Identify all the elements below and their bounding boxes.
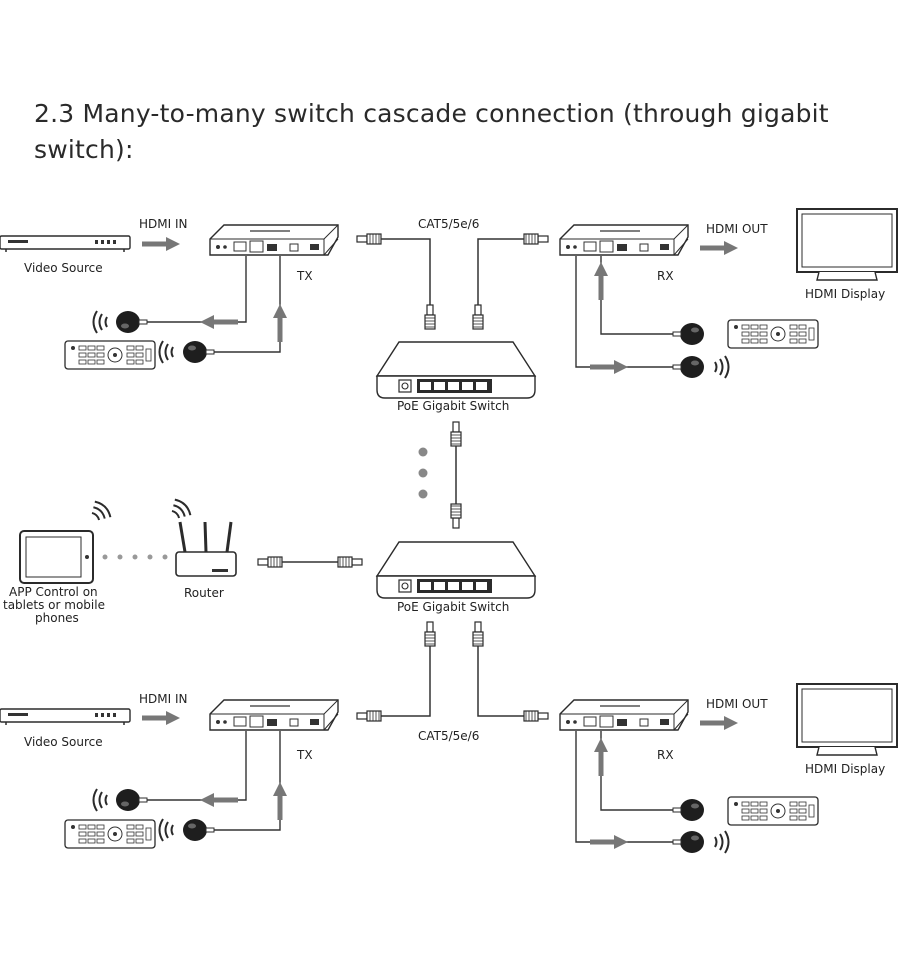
- receiver-icon: [559, 699, 689, 731]
- arrow-icon: [273, 782, 287, 820]
- ir-eye-icon: [182, 340, 215, 364]
- rj45-connector-icon: [337, 556, 363, 568]
- rj45-connector-icon: [257, 556, 283, 568]
- ir-eye-icon: [672, 798, 705, 822]
- switch-label: PoE Gigabit Switch: [397, 600, 509, 614]
- rj45-connector-icon: [356, 233, 382, 245]
- arrow-icon: [200, 793, 238, 807]
- rj45-connector-icon: [523, 233, 549, 245]
- rj45-connector-icon: [424, 621, 436, 647]
- hdmi-in-label: HDMI IN: [139, 217, 188, 231]
- arrow-icon: [590, 360, 628, 374]
- rj45-connector-icon: [356, 710, 382, 722]
- hdmi-display-label: HDMI Display: [805, 287, 885, 301]
- video-source-label: Video Source: [24, 735, 103, 749]
- arrow-icon: [594, 738, 608, 776]
- rj45-connector-icon: [523, 710, 549, 722]
- wifi-icon: [714, 355, 730, 379]
- receiver-icon: [559, 224, 689, 256]
- transmitter-icon: [209, 699, 339, 731]
- tx-label: TX: [296, 748, 313, 762]
- hdmi-out-label: HDMI OUT: [706, 222, 768, 236]
- hdmi-out-label: HDMI OUT: [706, 697, 768, 711]
- hdmi-in-label: HDMI IN: [139, 692, 188, 706]
- wifi-icon: [158, 818, 174, 842]
- cascade-dot: [418, 447, 428, 457]
- display-icon: [796, 683, 898, 756]
- router-icon: [175, 521, 237, 577]
- tablet-icon: [19, 530, 94, 584]
- ir-eye-icon: [182, 818, 215, 842]
- rj45-connector-icon: [424, 304, 436, 330]
- ir-eye-icon: [672, 322, 705, 346]
- wireless-link-dots: [102, 554, 168, 560]
- arrow-icon: [594, 262, 608, 300]
- cascade-dot: [418, 489, 428, 499]
- arrow-icon: [142, 711, 180, 725]
- cable-label: CAT5/5e/6: [418, 729, 479, 743]
- tx-ir-connections: [140, 731, 281, 831]
- remote-control-icon: [64, 340, 156, 370]
- rx-label: RX: [657, 748, 674, 762]
- arrow-icon: [590, 835, 628, 849]
- arrow-icon: [700, 241, 738, 255]
- ir-eye-icon: [115, 788, 148, 812]
- remote-control-icon: [64, 819, 156, 849]
- rj45-connector-icon: [450, 421, 462, 447]
- app-control-label-line3: phones: [35, 611, 79, 625]
- app-control-label-line1: APP Control on: [9, 585, 98, 599]
- wifi-icon: [86, 498, 114, 526]
- cable-label: CAT5/5e/6: [418, 217, 479, 231]
- wifi-icon: [158, 340, 174, 364]
- rj45-connector-icon: [472, 304, 484, 330]
- display-icon: [796, 208, 898, 281]
- transmitter-icon: [209, 224, 339, 256]
- rj45-connector-icon: [450, 503, 462, 529]
- arrow-icon: [200, 315, 238, 329]
- wifi-icon: [714, 830, 730, 854]
- wifi-icon: [166, 496, 194, 524]
- tx-ir-connections: [140, 256, 281, 353]
- switch-icon: [376, 541, 536, 599]
- arrow-icon: [700, 716, 738, 730]
- cascade-dot: [418, 468, 428, 478]
- remote-control-icon: [727, 796, 819, 826]
- video-source-icon: [0, 708, 131, 726]
- switch-label: PoE Gigabit Switch: [397, 399, 509, 413]
- router-label: Router: [184, 586, 224, 600]
- arrow-icon: [273, 304, 287, 342]
- video-source-label: Video Source: [24, 261, 103, 275]
- page-title: 2.3 Many-to-many switch cascade connecti…: [34, 99, 829, 164]
- remote-control-icon: [727, 319, 819, 349]
- hdmi-display-label: HDMI Display: [805, 762, 885, 776]
- wifi-icon: [92, 310, 108, 334]
- app-control-label-line2: tablets or mobile: [3, 598, 105, 612]
- arrow-icon: [142, 237, 180, 251]
- tx-label: TX: [296, 269, 313, 283]
- wifi-icon: [92, 788, 108, 812]
- switch-icon: [376, 341, 536, 399]
- rx-label: RX: [657, 269, 674, 283]
- rj45-connector-icon: [472, 621, 484, 647]
- ir-eye-icon: [115, 310, 148, 334]
- ir-eye-icon: [672, 355, 705, 379]
- video-source-icon: [0, 235, 131, 253]
- ir-eye-icon: [672, 830, 705, 854]
